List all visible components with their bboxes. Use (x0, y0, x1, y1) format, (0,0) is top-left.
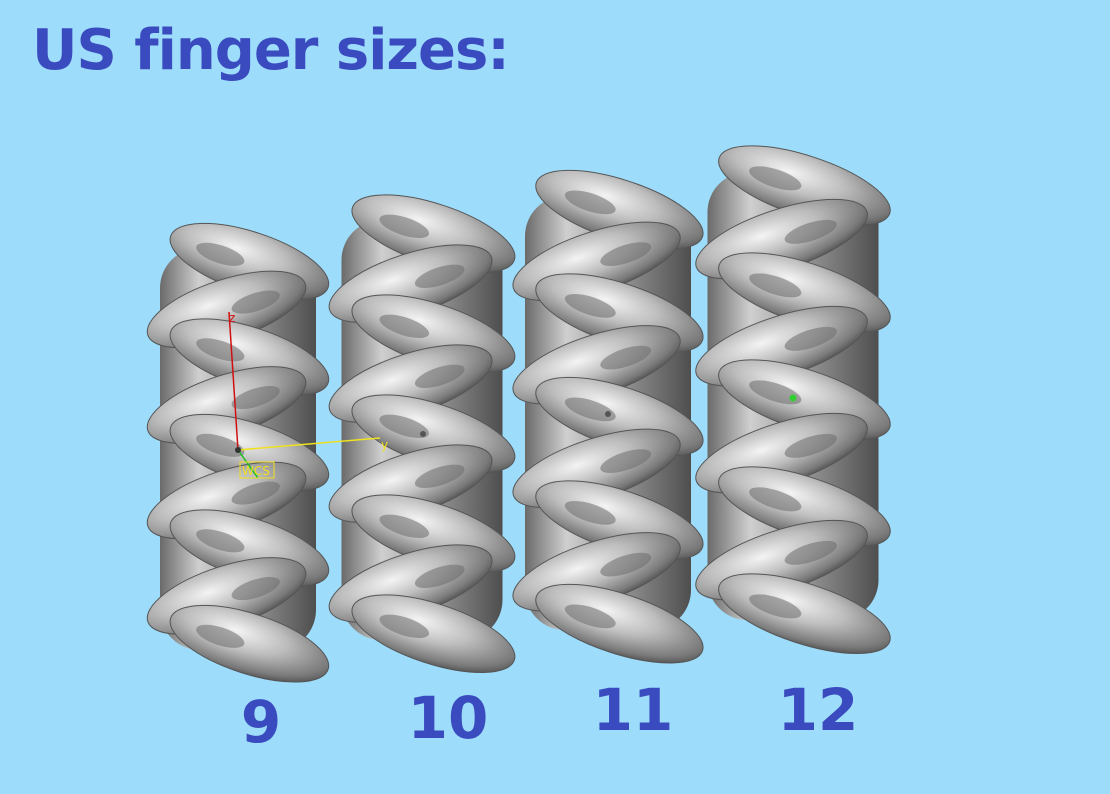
chain-link-gap (231, 386, 280, 410)
chain-link-gap (749, 166, 802, 191)
chain-link-gap (749, 380, 802, 405)
chain-link-gap (231, 290, 280, 314)
chain-link-gap (564, 500, 616, 525)
chain-link (351, 594, 516, 674)
chain-link-gap (749, 594, 802, 619)
wcs-axes: z y WCS (228, 311, 388, 479)
wcs-box (239, 461, 275, 479)
chain-link-gap (196, 433, 245, 457)
chain-link-gap (231, 481, 280, 505)
chain-link-gap (564, 293, 616, 318)
pivot-point-11 (605, 411, 611, 417)
chain-link-gap (600, 449, 652, 473)
chain-link-gap (379, 214, 430, 239)
wcs-label: WCS (242, 464, 270, 478)
chain-link-gap (379, 614, 430, 639)
chain-link-gap (749, 273, 802, 298)
chain-link-gap (784, 219, 837, 244)
chain-link-gap (414, 364, 465, 389)
chain-link-gap (414, 564, 465, 589)
chain-link-gap (600, 552, 652, 577)
page-title: US finger sizes: (32, 18, 510, 83)
x-axis-line (237, 449, 259, 479)
y-axis-line (237, 437, 381, 451)
chain-link-gap (379, 314, 430, 339)
chain-link-gap (196, 624, 245, 648)
ring-size-label-9: 9 (240, 688, 282, 756)
chain-link (169, 604, 330, 683)
z-axis-line (228, 311, 239, 451)
chain-link-gap (784, 326, 837, 351)
chain-link-gap (379, 414, 430, 439)
ring-size-label-10: 10 (407, 684, 489, 752)
chain-link-gap (196, 529, 245, 553)
ring-size-label-11: 11 (592, 676, 674, 744)
y-axis-label: y (381, 438, 388, 452)
chain-link-gap (379, 514, 430, 539)
chain-link-gap (564, 604, 616, 629)
chain-link-gap (196, 242, 245, 266)
chain-link-gap (414, 264, 465, 289)
chain-link-gap (784, 433, 837, 458)
chain-link-gap (600, 345, 652, 370)
chain-link (535, 583, 704, 664)
rings-layer (146, 145, 891, 683)
chain-link-gap (749, 487, 802, 512)
chain-link-gap (564, 397, 616, 422)
chain-link-gap (564, 190, 616, 215)
chain-ring-10 (328, 194, 516, 674)
pivot-point-12 (789, 394, 797, 402)
z-axis-label: z (229, 311, 235, 325)
pivot-point-10 (420, 431, 426, 437)
chain-link-gap (784, 540, 837, 565)
chain-link-gap (600, 242, 652, 266)
chain-link-gap (414, 464, 465, 489)
ring-size-label-12: 12 (777, 676, 859, 744)
chain-link-gap (231, 577, 280, 601)
chain-link (718, 573, 891, 654)
origin-point (235, 447, 241, 453)
